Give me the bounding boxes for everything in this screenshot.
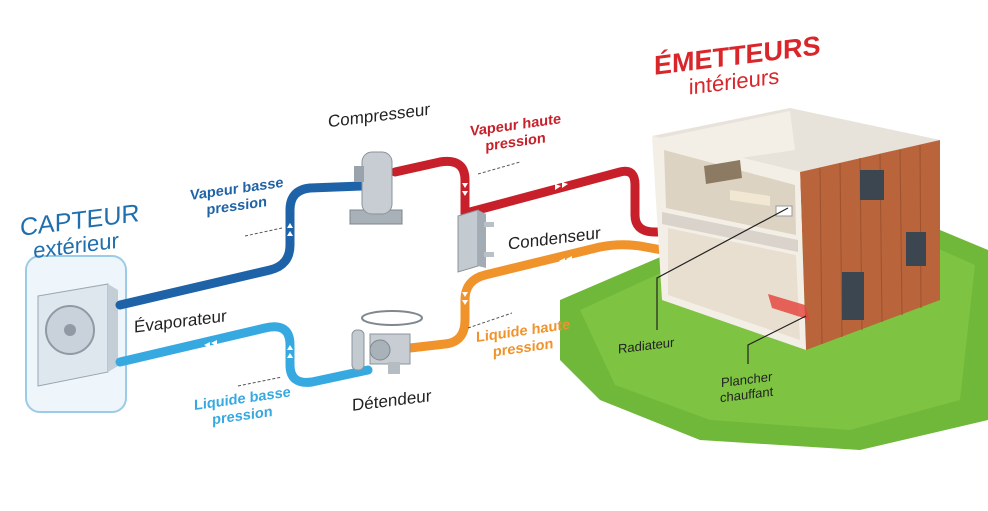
condenser [457,209,494,273]
flow-arrows [197,182,572,358]
pipe-liquide-basse [115,322,373,387]
expansion-valve [351,310,423,374]
leader-lines [237,161,521,387]
compressor [349,151,403,225]
house [652,108,940,350]
pipe-liquide-haute [405,240,667,353]
emitter-leader-lines [656,207,807,364]
outdoor-unit [25,255,127,413]
pipe-vapeur-haute [390,156,667,237]
